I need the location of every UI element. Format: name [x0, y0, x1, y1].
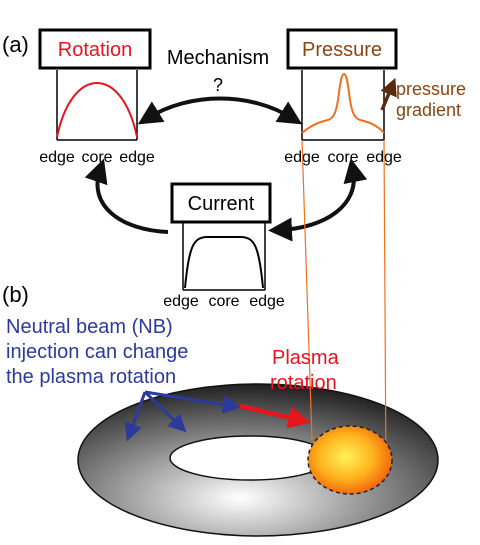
rotation-curve — [56, 82, 138, 138]
panel-label-a: (a) — [2, 32, 29, 57]
current-curve — [184, 236, 264, 289]
mechanism-arrow — [137, 96, 303, 125]
guide-line — [383, 139, 387, 476]
plasma-rotation-arrow — [239, 403, 311, 429]
pressure-plot — [301, 70, 385, 141]
tick-label: edge — [249, 293, 285, 310]
plasma-cross-section — [307, 425, 393, 495]
pressure-title: Pressure — [302, 39, 382, 61]
nb-arrow — [124, 391, 147, 442]
nb-text-line: injection can change — [6, 341, 188, 363]
nb-arrow — [144, 390, 241, 414]
mechanism-question: ? — [213, 75, 223, 95]
rotation-axis-ticks: edge core edge — [39, 149, 155, 166]
pressure-gradient-label: pressure — [396, 79, 466, 99]
tick-label: core — [208, 293, 239, 310]
tick-label: edge — [163, 293, 199, 310]
tick-label: edge — [119, 149, 155, 166]
rotation-plot — [56, 70, 138, 141]
rotation-box: Rotation — [38, 28, 152, 70]
nb-text-line: Neutral beam (NB) — [6, 316, 173, 338]
pressure-gradient-label: gradient — [396, 100, 461, 120]
mechanism-label: Mechanism — [167, 47, 269, 69]
pressure-box: Pressure — [286, 28, 398, 70]
plasma-rotation-label: rotation — [270, 372, 337, 394]
rotation-current-arrow — [84, 158, 169, 234]
nb-arrows — [124, 390, 241, 442]
tick-label: core — [327, 149, 358, 166]
pressure-current-arrow — [268, 158, 368, 242]
torus-hole — [169, 435, 331, 481]
pressure-curve — [301, 72, 385, 134]
plasma-rotation-label: Plasma — [272, 347, 340, 369]
rotation-title: Rotation — [58, 39, 133, 61]
nb-text-line: the plasma rotation — [6, 366, 176, 388]
panel-label-b: (b) — [2, 282, 29, 307]
pressure-gradient-arrow — [380, 77, 397, 111]
tick-label: core — [81, 149, 112, 166]
current-axis-ticks: edge core edge — [163, 293, 285, 310]
tick-label: edge — [39, 149, 75, 166]
current-title: Current — [188, 193, 255, 215]
nb-arrow — [143, 390, 187, 433]
guide-line — [301, 139, 313, 441]
current-box: Current — [170, 182, 272, 224]
current-plot — [182, 222, 266, 291]
